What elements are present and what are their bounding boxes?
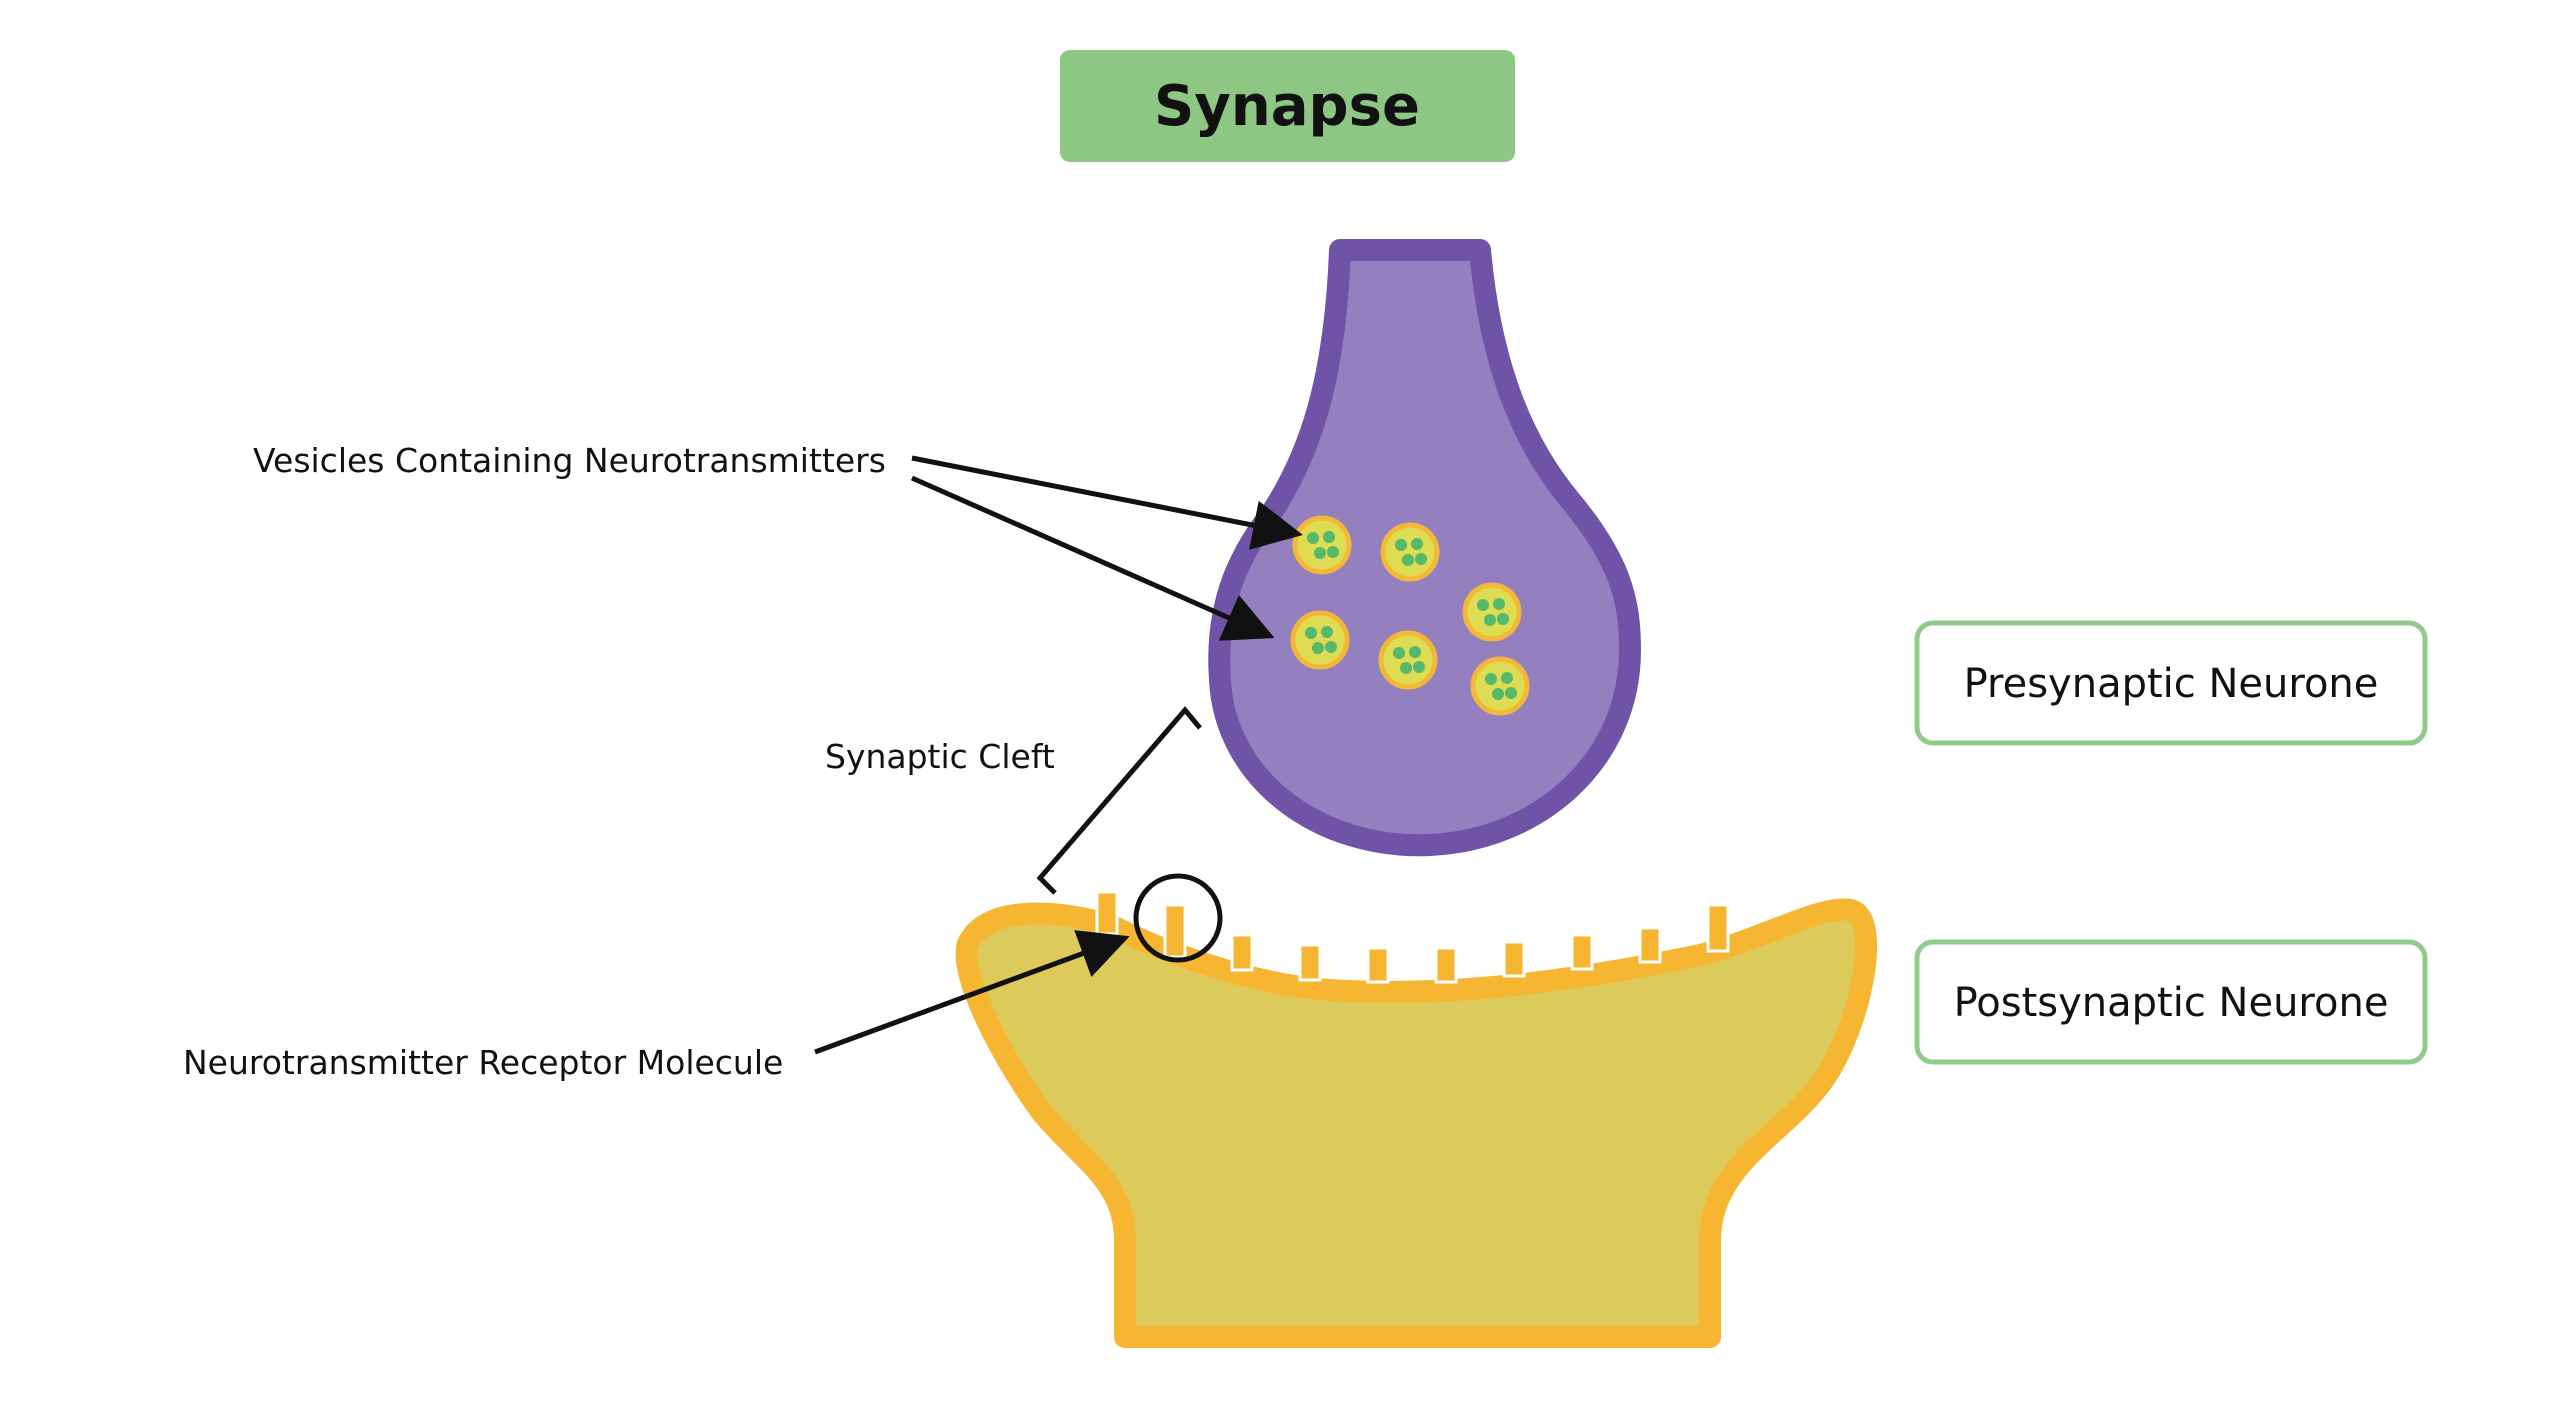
postsynaptic-neurone <box>955 890 1877 1348</box>
receptor-molecule <box>1434 946 1458 984</box>
receptor-molecule <box>1502 940 1526 978</box>
postsynaptic-key-label: Postsynaptic Neurone <box>1954 980 2389 1026</box>
synaptic-cleft-bracket <box>1036 706 1202 895</box>
presynaptic-key-box <box>1914 620 2428 746</box>
receptor-molecule <box>1230 933 1254 972</box>
synaptic-cleft-label: Synaptic Cleft <box>825 737 1055 776</box>
vesicle <box>1470 656 1530 716</box>
vesicle <box>1380 522 1440 582</box>
receptor-molecule <box>1298 943 1322 982</box>
vesicles-arrow-top <box>911 455 1303 550</box>
title-background <box>1060 50 1515 162</box>
receptor-molecules <box>1095 890 1730 984</box>
presynaptic-key: Presynaptic Neurone <box>1914 620 2428 746</box>
receptor-arrow <box>814 930 1130 1055</box>
receptor-molecule <box>1570 933 1594 971</box>
synaptic-cleft-annotation: Synaptic Cleft <box>825 706 1202 895</box>
vesicle <box>1462 582 1522 642</box>
postsynaptic-key-box <box>1914 939 2428 1065</box>
vesicle <box>1292 515 1352 575</box>
postsynaptic-key: Postsynaptic Neurone <box>1914 939 2428 1065</box>
receptor-annotation: Neurotransmitter Receptor Molecule <box>183 873 1223 1082</box>
vesicle <box>1378 630 1438 690</box>
receptor-molecule <box>1706 903 1730 953</box>
presynaptic-key-label: Presynaptic Neurone <box>1964 661 2379 707</box>
receptor-highlight-circle <box>1133 873 1223 963</box>
vesicles-arrow-bottom <box>910 475 1275 641</box>
receptor-label: Neurotransmitter Receptor Molecule <box>183 1043 783 1082</box>
vesicles <box>1290 515 1530 716</box>
vesicles-annotation: Vesicles Containing Neurotransmitters <box>253 441 1303 641</box>
receptor-molecule <box>1366 946 1390 984</box>
title-box: Synapse <box>1060 50 1515 162</box>
vesicles-label: Vesicles Containing Neurotransmitters <box>253 441 886 480</box>
receptor-molecule <box>1163 903 1187 959</box>
vesicle <box>1290 610 1350 670</box>
postsynaptic-body <box>955 898 1877 1348</box>
diagram-title: Synapse <box>1154 74 1420 139</box>
presynaptic-neurone <box>1208 239 1641 857</box>
receptor-molecule <box>1638 926 1662 964</box>
receptor-molecule <box>1095 890 1119 936</box>
